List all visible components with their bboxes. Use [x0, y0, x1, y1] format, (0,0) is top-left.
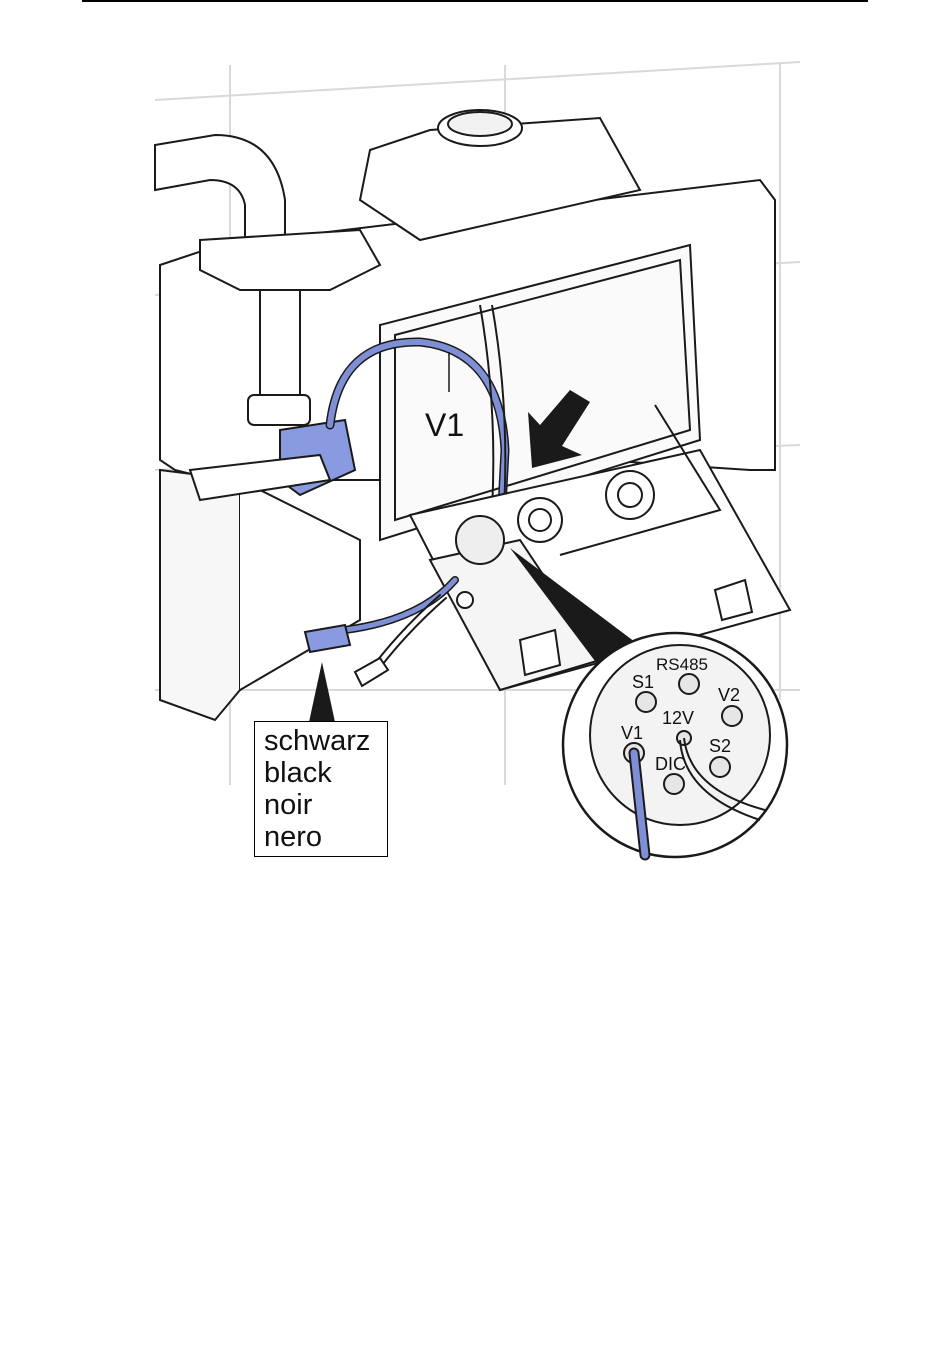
pin-label-v2: V2 — [718, 685, 740, 705]
label-de: schwarz — [264, 725, 387, 757]
pin-label-rs485: RS485 — [656, 655, 708, 674]
lower-cables — [345, 580, 455, 673]
pin-rs485-socket — [679, 674, 699, 694]
label-en: black — [264, 757, 387, 789]
pin-label-v1: V1 — [621, 723, 643, 743]
pin-dic-socket — [664, 774, 684, 794]
pin-s1-socket — [636, 692, 656, 712]
pin-label-s2: S2 — [709, 736, 731, 756]
pin-v2-socket — [722, 706, 742, 726]
label-it: nero — [264, 821, 387, 853]
pin-label-dic: DIC — [655, 754, 686, 774]
pin-label-s1: S1 — [632, 672, 654, 692]
pin-s2-socket — [710, 757, 730, 777]
pin-label-12v: 12V — [662, 708, 694, 728]
label-fr: noir — [264, 789, 387, 821]
cable-label-v1: V1 — [425, 407, 464, 443]
white-plug — [355, 658, 388, 686]
label-pointer — [309, 662, 335, 722]
wire-color-label-box: schwarz black noir nero — [254, 721, 388, 857]
